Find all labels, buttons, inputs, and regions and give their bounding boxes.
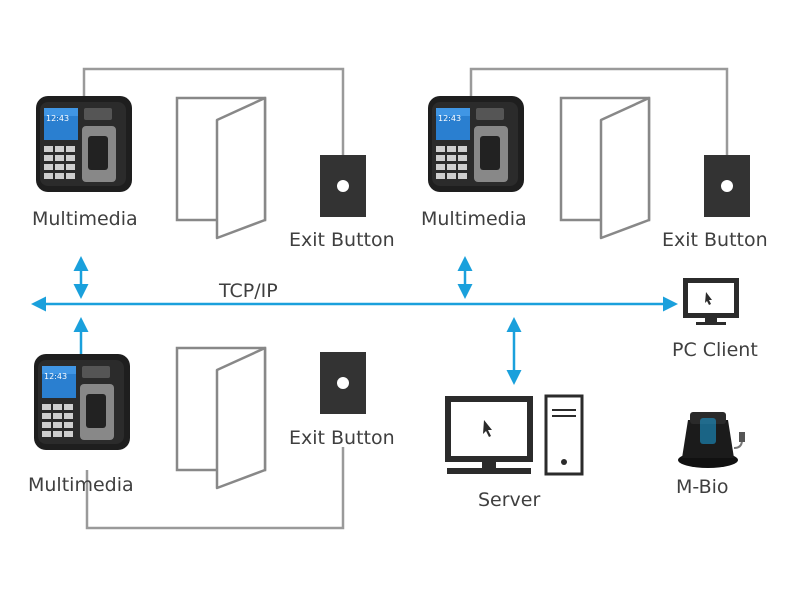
door-top-right: [559, 96, 651, 240]
multimedia-terminal-top-left: [36, 96, 132, 192]
exit-button-box-top-left: [320, 155, 366, 217]
pc-client-monitor-icon: [683, 278, 739, 325]
multimedia-terminal-top-right: [428, 96, 524, 192]
label-server: Server: [478, 489, 541, 511]
label-exit-button-top-right: Exit Button: [662, 229, 768, 251]
m-bio-reader-icon: [678, 412, 745, 468]
screen-time-top-left: 12:43: [46, 114, 69, 123]
wire-top-left: [82, 67, 345, 155]
multimedia-terminal-bottom-left: [34, 354, 130, 450]
wire-top-right: [469, 67, 729, 155]
server-computer-icon: [445, 394, 584, 476]
exit-button-box-bottom: [320, 352, 366, 414]
screen-time-bottom-left: 12:43: [44, 372, 67, 381]
door-top-left: [175, 96, 267, 240]
wire-bottom: [85, 447, 345, 530]
label-m-bio: M-Bio: [676, 476, 729, 498]
exit-button-box-top-right: [704, 155, 750, 217]
screen-time-top-right: 12:43: [438, 114, 461, 123]
label-tcpip: TCP/IP: [219, 280, 278, 302]
door-bottom-left: [175, 346, 267, 490]
label-exit-button-bottom: Exit Button: [289, 427, 395, 449]
label-multimedia-bottom-left: Multimedia: [28, 474, 134, 496]
label-pc-client: PC Client: [672, 339, 758, 361]
label-multimedia-top-left: Multimedia: [32, 208, 138, 230]
label-exit-button-top-left: Exit Button: [289, 229, 395, 251]
label-multimedia-top-right: Multimedia: [421, 208, 527, 230]
